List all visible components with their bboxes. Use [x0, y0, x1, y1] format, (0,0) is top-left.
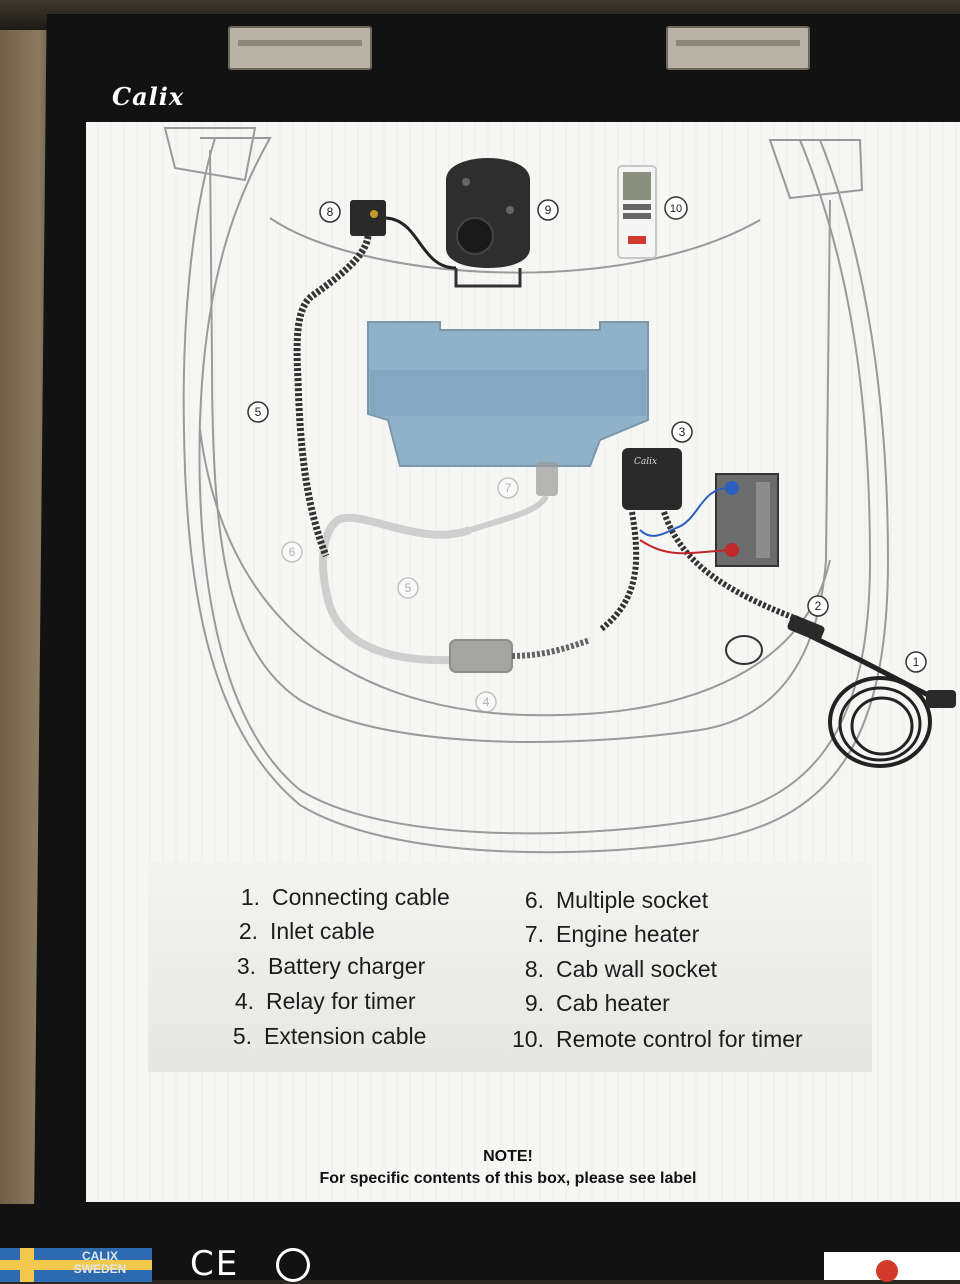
callout-label: 3 — [679, 425, 686, 439]
callout-2: 2 — [808, 596, 828, 616]
legend-text: Connecting cable — [272, 884, 450, 910]
callout-label: 4 — [483, 695, 490, 709]
legend-text: Multiple socket — [556, 887, 708, 913]
callout-9: 9 — [538, 200, 558, 220]
legend-num: 1. — [232, 884, 260, 911]
legend-item-5: 5. Extension cable — [224, 1023, 426, 1050]
callout-4: 4 — [476, 692, 496, 712]
extension-cable — [297, 236, 368, 556]
callout-label: 7 — [505, 481, 512, 495]
legend-num: 7. — [512, 921, 544, 948]
callout-8: 8 — [320, 202, 340, 222]
remote-control-icon — [618, 166, 656, 258]
legend-text: Battery charger — [268, 953, 425, 979]
callout-6: 6 — [282, 542, 302, 562]
legend-text: Engine heater — [556, 921, 699, 947]
svg-text:Calix: Calix — [634, 457, 657, 467]
cab-wall-socket-icon — [350, 200, 456, 268]
legend-item-3: 3. Battery charger — [228, 953, 425, 980]
legend-item-1: 1. Connecting cable — [232, 884, 450, 911]
legend-text: Extension cable — [264, 1023, 426, 1049]
legend-text: Remote control for timer — [556, 1026, 803, 1052]
legend-item-2: 2. Inlet cable — [230, 918, 375, 945]
extension-cable-faded — [323, 518, 470, 660]
callout-1: 1 — [906, 652, 926, 672]
legend-num: 9. — [512, 990, 544, 1017]
calix-sweden-label: CALIX SWEDEN — [50, 1250, 150, 1276]
legend-item-10: 10. Remote control for timer — [500, 1026, 803, 1053]
callout-3: 3 — [672, 422, 692, 442]
inlet-and-connecting-cable — [726, 614, 956, 766]
callout-10: 10 — [665, 197, 687, 219]
flag-text-2: SWEDEN — [50, 1263, 150, 1276]
legend-text: Relay for timer — [266, 988, 416, 1014]
legend-num: 6. — [512, 887, 544, 914]
legend-num: 10. — [500, 1026, 544, 1053]
note-title: NOTE! — [0, 1148, 960, 1166]
legend-text: Cab wall socket — [556, 956, 717, 982]
callout-label: 5 — [405, 581, 412, 595]
legend-item-6: 6. Multiple socket — [512, 887, 708, 914]
callout-label: 1 — [913, 655, 920, 669]
callout-label: 10 — [670, 203, 682, 215]
callout-label: 8 — [327, 205, 334, 219]
callout-label: 2 — [815, 599, 822, 613]
cab-heater-icon — [446, 158, 530, 286]
callout-label: 6 — [289, 545, 296, 559]
legend-text: Cab heater — [556, 990, 670, 1016]
brand-logo-fragment — [824, 1252, 960, 1280]
legend-item-9: 9. Cab heater — [512, 990, 670, 1017]
legend-item-7: 7. Engine heater — [512, 921, 699, 948]
callout-label: 5 — [255, 405, 262, 419]
legend-item-8: 8. Cab wall socket — [512, 956, 717, 983]
legend-item-4: 4. Relay for timer — [226, 988, 416, 1015]
certification-mark-icon — [276, 1248, 310, 1282]
callout-5b: 5 — [398, 578, 418, 598]
callout-label: 9 — [545, 203, 552, 217]
relay-timer-icon — [450, 640, 590, 672]
legend-num: 2. — [230, 918, 258, 945]
callout-5: 5 — [248, 402, 268, 422]
engine-block — [368, 322, 648, 466]
legend-num: 5. — [224, 1023, 252, 1050]
legend-num: 3. — [228, 953, 256, 980]
ce-mark-icon: CE — [190, 1244, 239, 1284]
legend-text: Inlet cable — [270, 918, 375, 944]
note-text: For specific contents of this box, pleas… — [0, 1170, 960, 1188]
legend-num: 8. — [512, 956, 544, 983]
callout-7: 7 — [498, 478, 518, 498]
legend-num: 4. — [226, 988, 254, 1015]
